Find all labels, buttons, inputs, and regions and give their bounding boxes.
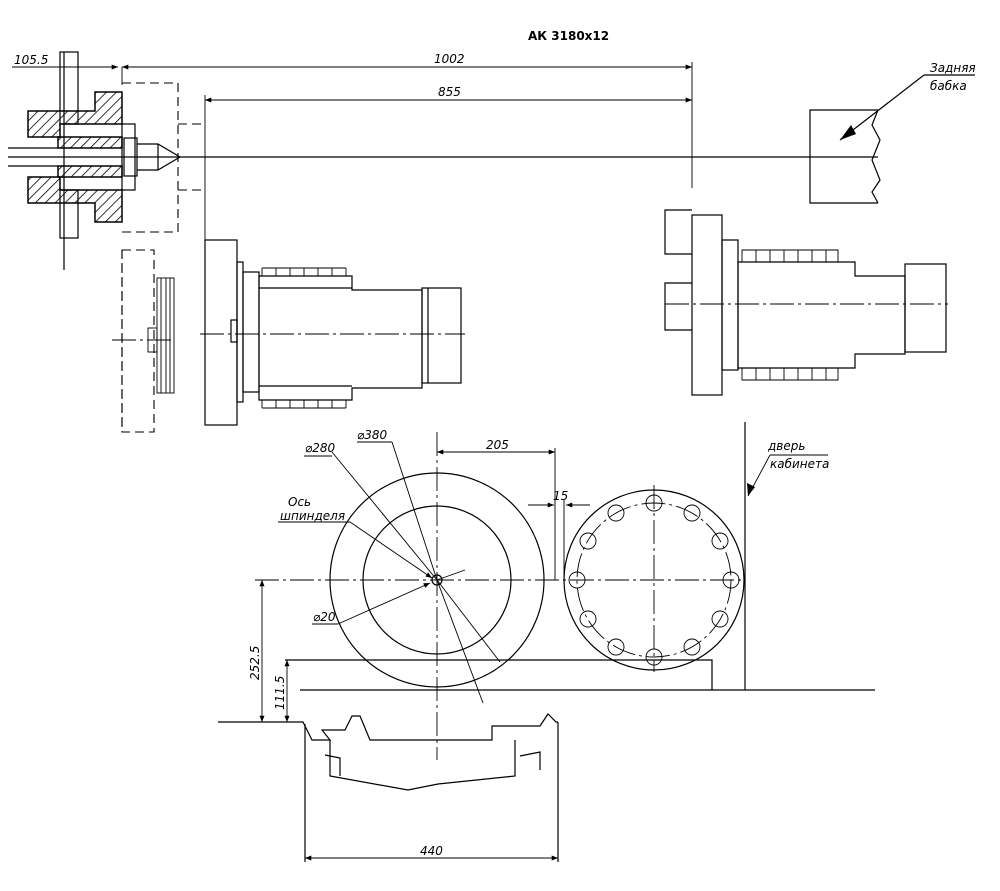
dim-1002: 1002 [434, 52, 465, 66]
spindle-axis-label-1: Ось [288, 495, 311, 509]
dim-105-5: 105.5 [14, 53, 48, 67]
tailstock-label-2: бабка [930, 79, 967, 93]
dim-252-5: 252.5 [248, 646, 262, 680]
dim-20: ⌀20 [313, 610, 336, 624]
drawing-title: АК 3180x12 [528, 29, 609, 43]
right-tool-holder [664, 209, 948, 396]
side-view: дверь кабинета 440 252.5 111.5 205 15 ⌀2… [218, 422, 875, 862]
dim-111-5: 111.5 [273, 676, 287, 710]
dim-280: ⌀280 [305, 441, 335, 455]
tailstock: Задняя бабка [809, 61, 976, 204]
tailstock-label-1: Задняя [930, 61, 976, 75]
spindle-axis-label-2: шпинделя [280, 509, 345, 523]
dim-15: 15 [553, 489, 568, 503]
chuck-dashed-outline [112, 82, 205, 433]
left-tool-holder [200, 239, 465, 426]
dim-440: 440 [420, 844, 443, 858]
dim-205: 205 [486, 438, 509, 452]
dim-855: 855 [438, 85, 461, 99]
cabinet-door-label-1: дверь [767, 439, 805, 453]
cabinet-door-label-2: кабинета [770, 457, 829, 471]
dim-380: ⌀380 [357, 428, 387, 442]
spindle-nose-section [8, 51, 878, 270]
top-dimensions: 105.5 1002 855 [12, 52, 693, 240]
